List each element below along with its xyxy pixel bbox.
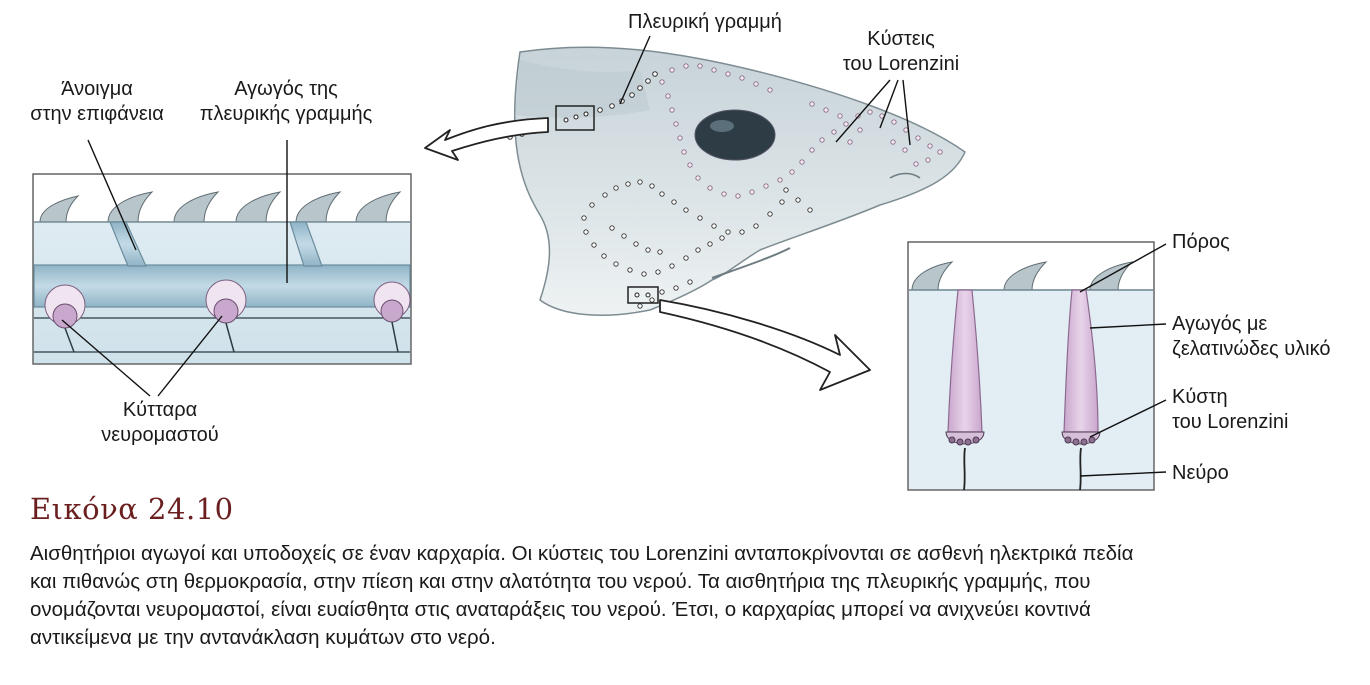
label-neuromast-cells: Κύτταρα νευρομαστού (80, 398, 240, 448)
label-lorenzini-sac-line1: Κύστη (1172, 386, 1228, 408)
label-gel-canal-line2: ζελατινώδες υλικό (1172, 338, 1331, 360)
leader-lines (61, 35, 1167, 477)
lorenzini-inset (907, 241, 1155, 491)
caption-line: αντικείμενα με την αντανάκλαση κυμάτων σ… (30, 626, 496, 649)
figure-caption: Αισθητήριοι αγωγοί και υποδοχείς σε έναν… (30, 540, 1350, 652)
label-pore: Πόρος (1172, 231, 1230, 253)
label-nerve: Νεύρο (1172, 462, 1229, 484)
arrow-to-lateral-line-inset (424, 117, 549, 161)
lorenzini-inset-marker (627, 286, 659, 304)
head-sensory-canals (581, 179, 813, 309)
label-surface-opening: Άνοιγμα στην επιφάνεια (22, 77, 172, 127)
lateral-line-inset-marker (555, 105, 595, 131)
caption-line: και πιθανώς στη θερμοκρασία, στην πίεση … (30, 570, 1091, 593)
figure-title: Εικόνα 24.10 (30, 492, 234, 526)
label-lorenzini-sac: Κύστη του Lorenzini (1172, 385, 1288, 435)
caption-line: Αισθητήριοι αγωγοί και υποδοχείς σε έναν… (30, 542, 1134, 565)
label-lorenzini-sac-line2: του Lorenzini (1172, 411, 1289, 433)
label-lorenzini-sacs-line1: Κύστεις (867, 28, 935, 50)
label-neuromast-cells-line1: Κύτταρα (122, 399, 198, 421)
label-gel-canal: Αγωγός με ζελατινώδες υλικό (1172, 312, 1330, 362)
caption-line: ονομάζονται νευρομαστοί, είναι ευαίσθητα… (30, 598, 1091, 621)
dermal-denticles (39, 191, 402, 223)
shark-sensory-diagram (32, 35, 1167, 491)
shark-eye (694, 109, 776, 161)
label-lateral-line-canal-line2: πλευρικής γραμμής (199, 103, 373, 125)
lorenzini-pores (659, 63, 943, 199)
label-lorenzini-sacs: Κύστεις του Lorenzini (826, 27, 976, 77)
shark-head (507, 46, 966, 316)
label-surface-opening-line1: Άνοιγμα (61, 78, 133, 100)
lorenzini-ampullae (945, 431, 1101, 446)
arrow-to-lorenzini-inset (659, 299, 871, 391)
lateral-line-inset (32, 173, 412, 365)
label-gel-canal-line1: Αγωγός με (1172, 313, 1268, 335)
label-surface-opening-line2: στην επιφάνεια (30, 103, 164, 125)
label-lateral-line: Πλευρική γραμμή (628, 11, 782, 33)
neuromasts (44, 279, 411, 353)
label-neuromast-cells-line2: νευρομαστού (101, 424, 219, 446)
label-lateral-line-canal: Αγωγός της πλευρικής γραμμής (176, 77, 396, 127)
label-lateral-line-canal-line1: Αγωγός της (234, 78, 338, 100)
label-lorenzini-sacs-line2: του Lorenzini (842, 53, 960, 75)
